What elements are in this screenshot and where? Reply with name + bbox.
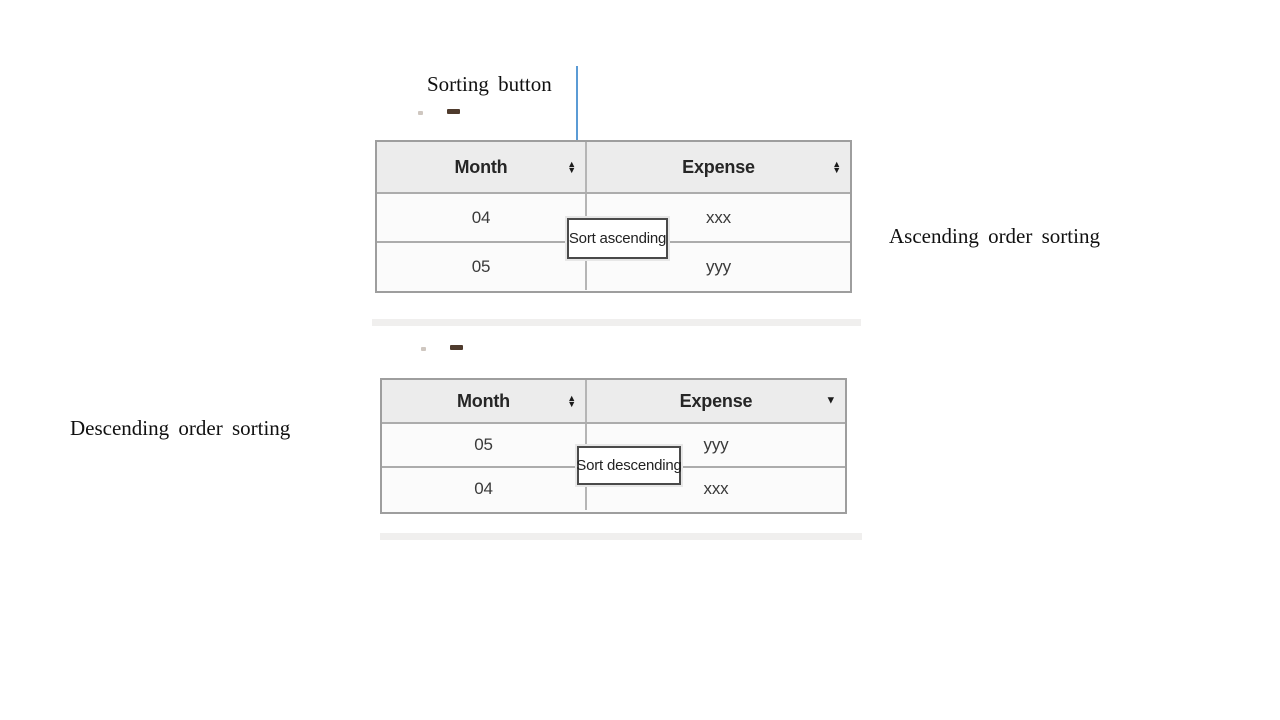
expense-column-header[interactable]: Expense ▼ [587,380,845,422]
cropped-text-artifact [421,347,426,351]
expense-cell: xxx [703,479,729,498]
sort-both-icon[interactable]: ▲▼ [832,159,841,175]
month-header-label: Month [454,156,508,177]
ascending-order-callout: Ascending order sorting [889,224,1100,248]
expense-cell: xxx [706,207,731,227]
expense-header-label: Expense [682,156,755,177]
descending-order-callout: Descending order sorting [70,416,291,440]
cropped-text-artifact [418,111,423,115]
page-divider-strip [372,319,861,326]
month-cell: 05 [377,243,587,290]
table-header-row: Month ▲▼ Expense ▼ [382,380,845,422]
ascending-table: Month ▲▼ Expense ▲▼ 04 xxx 05 yyy [375,140,852,293]
sort-descending-icon[interactable]: ▼ [825,394,836,407]
month-column-header[interactable]: Month ▲▼ [382,380,587,422]
expense-cell: yyy [706,256,731,276]
month-column-header[interactable]: Month ▲▼ [377,142,587,192]
sorting-button-callout: Sorting button [427,72,552,96]
month-cell: 04 [382,468,587,510]
sort-ascending-tooltip: Sort ascending [567,218,668,259]
arrow-line [576,66,578,153]
cropped-text-artifact [447,109,460,114]
month-cell: 05 [382,424,587,466]
cropped-text-artifact [450,345,463,350]
expense-cell: yyy [703,435,729,454]
sort-both-icon[interactable]: ▲▼ [567,159,576,175]
expense-column-header[interactable]: Expense ▲▼ [587,142,850,192]
expense-header-label: Expense [679,390,753,411]
month-header-label: Month [457,390,510,411]
sort-both-icon[interactable]: ▲▼ [567,393,576,409]
sort-descending-tooltip: Sort descending [576,446,682,485]
month-cell: 04 [377,194,587,241]
table-header-row: Month ▲▼ Expense ▲▼ [377,142,850,192]
page-divider-strip [380,533,862,540]
